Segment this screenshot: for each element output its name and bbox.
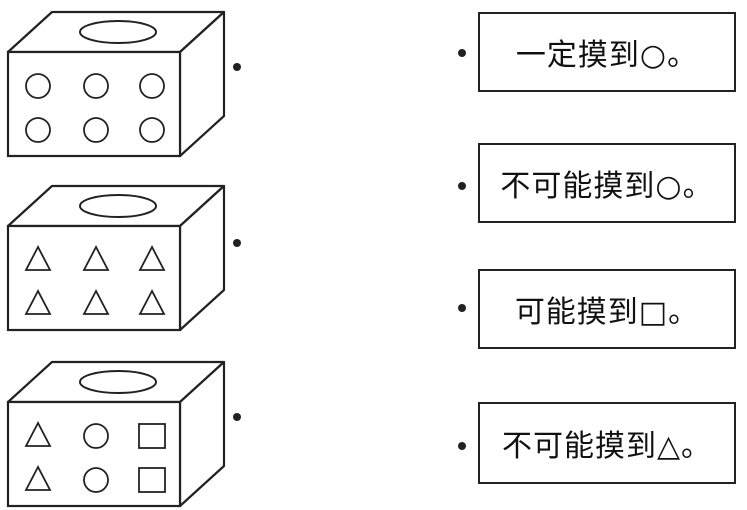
triangle-symbol <box>24 465 52 491</box>
triangle-symbol <box>24 245 52 271</box>
box-opening-ellipse <box>79 194 157 218</box>
label-box-4: 不可能摸到△。 <box>478 402 736 484</box>
circle-symbol <box>139 117 165 143</box>
connection-dots <box>233 49 466 450</box>
box-opening-ellipse <box>79 20 157 44</box>
label-box-1: 一定摸到○。 <box>478 12 736 92</box>
label-text-1: 一定摸到○。 <box>515 38 699 73</box>
circle-symbol <box>139 73 165 99</box>
triangle-symbol <box>138 289 166 315</box>
square-symbol <box>138 467 166 493</box>
circle-symbol <box>83 73 109 99</box>
circle-symbol <box>83 467 109 493</box>
triangle-symbol <box>82 245 110 271</box>
label-text-2: 不可能摸到○。 <box>500 169 714 204</box>
box-front-face <box>6 50 182 158</box>
triangle-symbol <box>82 289 110 315</box>
label-dot-3 <box>458 304 466 312</box>
box-dot-2 <box>233 239 241 247</box>
label-dot-2 <box>458 182 466 190</box>
label-dot-4 <box>458 442 466 450</box>
square-symbol <box>138 423 166 449</box>
box-1 <box>6 10 226 158</box>
label-box-2: 不可能摸到○。 <box>478 143 736 223</box>
label-box-3: 可能摸到□。 <box>478 269 736 349</box>
boxes-group <box>6 10 226 508</box>
box-2 <box>6 184 226 332</box>
circle-symbol <box>25 117 51 143</box>
box-dot-3 <box>233 413 241 421</box>
box-opening-ellipse <box>79 370 157 394</box>
circle-symbol <box>25 73 51 99</box>
circle-symbol <box>83 423 109 449</box>
circle-symbol <box>83 117 109 143</box>
box-3 <box>6 360 226 508</box>
label-text-4: 不可能摸到△。 <box>501 429 713 464</box>
triangle-symbol <box>138 245 166 271</box>
box-front-face <box>6 400 182 508</box>
triangle-symbol <box>24 421 52 447</box>
triangle-symbol <box>24 289 52 315</box>
label-text-3: 可能摸到□。 <box>514 295 700 330</box>
box-dot-1 <box>233 63 241 71</box>
box-front-face <box>6 224 182 332</box>
label-dot-1 <box>458 49 466 57</box>
